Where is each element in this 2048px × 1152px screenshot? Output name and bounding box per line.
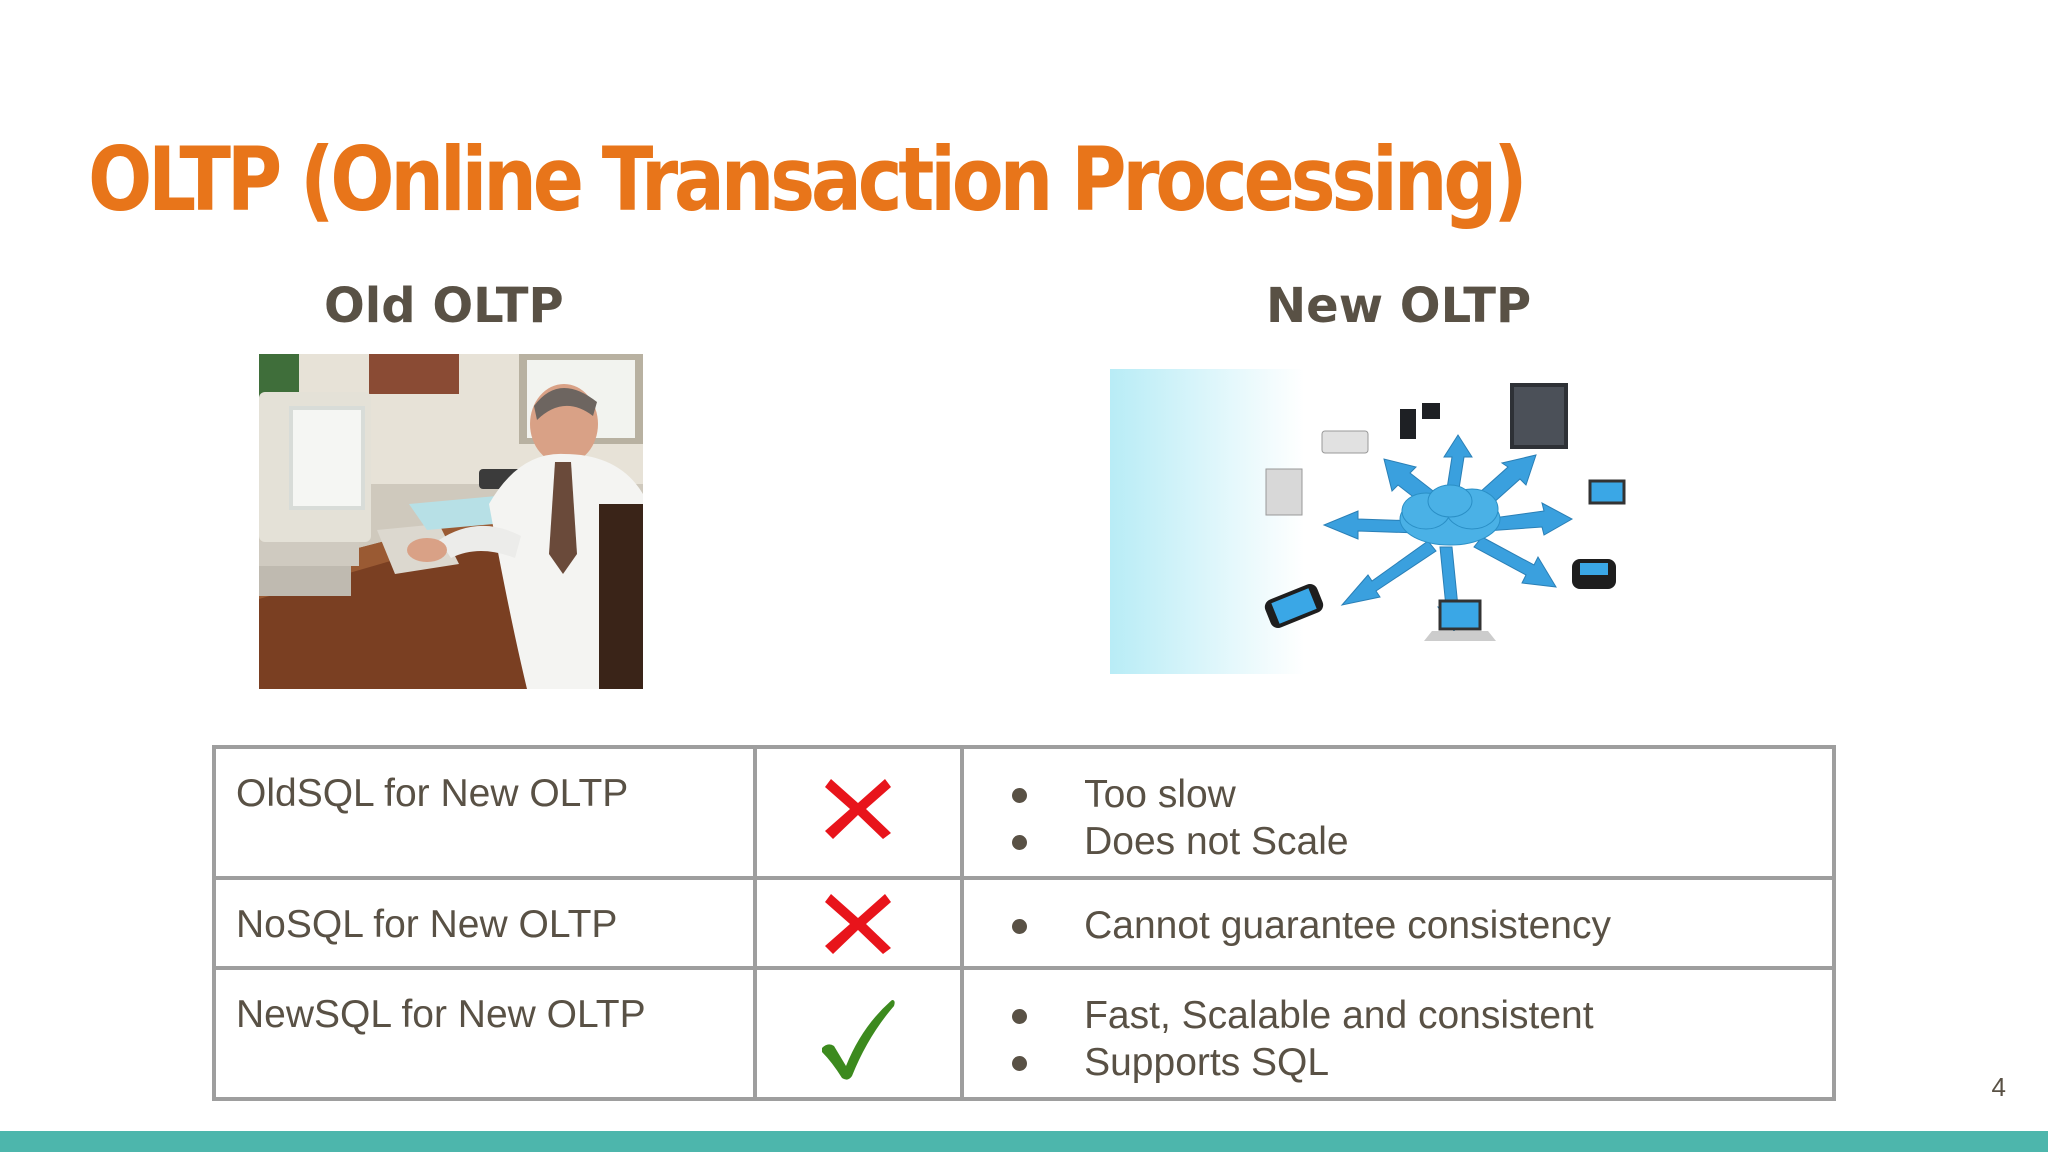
check-icon: [822, 1000, 896, 1080]
list-item: Too slow: [964, 771, 1832, 818]
bullet-icon: [1012, 788, 1028, 803]
bottom-accent-bar: [0, 1131, 2048, 1152]
list-item: Supports SQL: [964, 1039, 1832, 1086]
old-oltp-photo: [259, 354, 643, 689]
old-oltp-heading: Old OLTP: [324, 278, 564, 334]
comparison-table: OldSQL for New OLTP Too slow Does not Sc…: [212, 745, 1836, 1101]
cross-icon: [825, 779, 892, 839]
row-label: NoSQL for New OLTP: [236, 903, 618, 946]
bullet-icon: [1012, 835, 1028, 850]
page-number: 4: [1991, 1072, 2006, 1102]
list-item: Cannot guarantee consistency: [964, 902, 1832, 949]
bullet-list: Cannot guarantee consistency: [964, 880, 1832, 949]
row-label: OldSQL for New OLTP: [236, 772, 629, 815]
row-label: NewSQL for New OLTP: [236, 993, 646, 1036]
bullet-list: Too slow Does not Scale: [964, 749, 1832, 865]
new-oltp-cloud-diagram: [1110, 369, 1666, 674]
table-row: NoSQL for New OLTP Cannot guarantee cons…: [212, 876, 1836, 970]
list-item: Fast, Scalable and consistent: [964, 992, 1832, 1039]
bullet-list: Fast, Scalable and consistent Supports S…: [964, 970, 1832, 1086]
table-row: OldSQL for New OLTP Too slow Does not Sc…: [212, 745, 1836, 880]
bullet-icon: [1012, 919, 1028, 934]
cross-icon: [825, 894, 892, 954]
new-oltp-heading: New OLTP: [1266, 278, 1532, 334]
bullet-icon: [1012, 1009, 1028, 1024]
slide-title: OLTP (Online Transaction Processing): [88, 128, 1528, 231]
table-row: NewSQL for New OLTP Fast, Scalable and c…: [212, 966, 1836, 1101]
list-item: Does not Scale: [964, 818, 1832, 865]
bullet-icon: [1012, 1056, 1028, 1071]
